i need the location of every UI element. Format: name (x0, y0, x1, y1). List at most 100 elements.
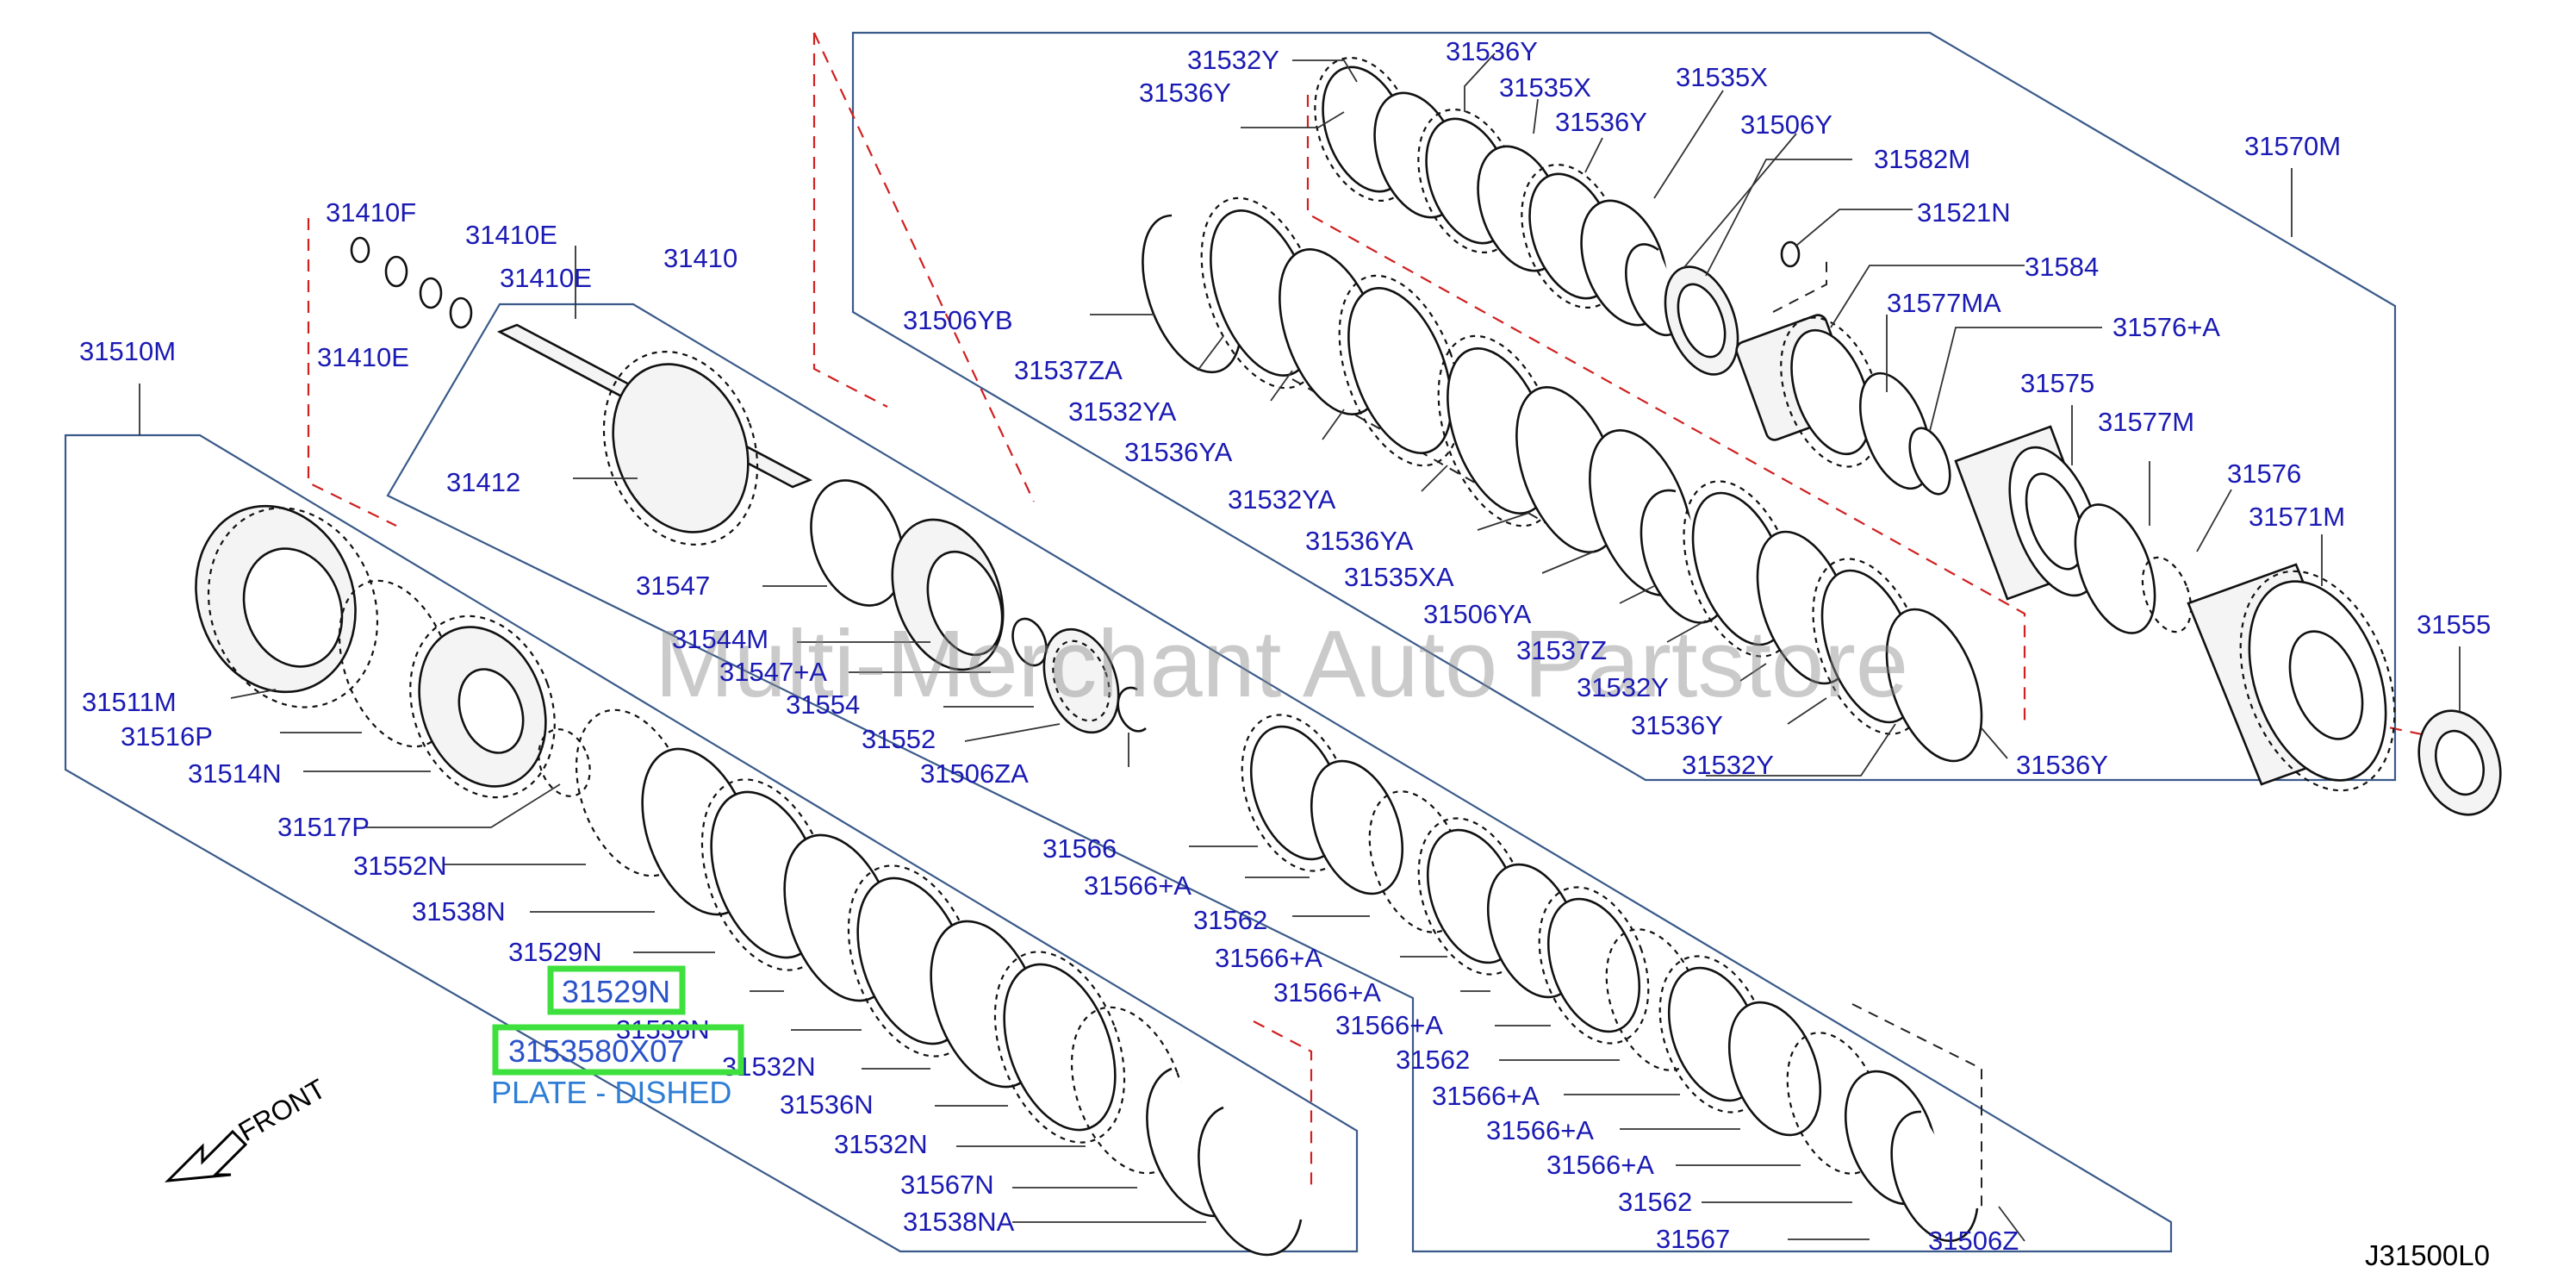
part-label-31566+A-e[interactable]: 31566+A (1432, 1081, 1540, 1111)
part-label-31506ZA[interactable]: 31506ZA (920, 758, 1029, 789)
highlight-part-number[interactable]: 31529N (562, 974, 670, 1009)
part-label-31536YA-a[interactable]: 31536YA (1124, 437, 1233, 467)
part-label-31552[interactable]: 31552 (862, 724, 936, 754)
part-label-31571M[interactable]: 31571M (2249, 502, 2345, 532)
frame-31570M (851, 31, 2397, 782)
part-label-31562-c[interactable]: 31562 (1618, 1187, 1692, 1217)
clutch-plates-upper (1142, 197, 1983, 763)
part-label-31410E-a[interactable]: 31410E (465, 220, 557, 250)
part-label-31537ZA[interactable]: 31537ZA (1014, 355, 1123, 385)
part-label-31410F[interactable]: 31410F (326, 197, 416, 228)
clutch-plates-lower-right (1241, 714, 1979, 1243)
bearing-31517P (538, 728, 591, 797)
part-label-31536YA-b[interactable]: 31536YA (1305, 526, 1414, 556)
part-label-31562-a[interactable]: 31562 (1193, 905, 1267, 935)
part-label-31532N-b[interactable]: 31532N (834, 1129, 928, 1159)
part-label-31547+A[interactable]: 31547+A (719, 657, 827, 687)
part-label-31567N[interactable]: 31567N (900, 1170, 994, 1200)
drum-31511M (195, 504, 379, 708)
dashed-path-lower (1253, 1020, 1313, 1189)
part-label-31562-b[interactable]: 31562 (1396, 1045, 1470, 1075)
highlight-part-code[interactable]: 3153580X07 (508, 1033, 684, 1069)
part-label-31570M[interactable]: 31570M (2244, 131, 2341, 161)
bearing-31555 (2417, 709, 2502, 816)
clutch-plates-lower-left (575, 708, 1303, 1257)
drum-31571M (2187, 563, 2396, 792)
spring-31552 (1042, 627, 1120, 734)
snap-ring-31506ZA (1117, 686, 1147, 733)
part-label-31536Y-a[interactable]: 31536Y (1446, 36, 1538, 66)
part-label-31538NA[interactable]: 31538NA (903, 1207, 1015, 1237)
part-label-31566+A-g[interactable]: 31566+A (1546, 1150, 1654, 1180)
part-label-31566+A-b[interactable]: 31566+A (1215, 943, 1322, 973)
part-label-31532Y-c[interactable]: 31532Y (1682, 750, 1774, 780)
part-label-31536Y-b[interactable]: 31536Y (1139, 78, 1231, 108)
part-label-31576+A[interactable]: 31576+A (2112, 312, 2220, 342)
part-label-31566+A-d[interactable]: 31566+A (1335, 1010, 1443, 1040)
part-label-31535X-b[interactable]: 31535X (1676, 62, 1768, 92)
part-label-31506YA[interactable]: 31506YA (1423, 599, 1532, 629)
part-label-31410E-c[interactable]: 31410E (317, 342, 409, 372)
part-label-31582M[interactable]: 31582M (1874, 144, 1970, 174)
part-label-31521N[interactable]: 31521N (1917, 197, 2011, 228)
dashed-path-upper (812, 33, 888, 408)
part-label-31506Z[interactable]: 31506Z (1928, 1226, 2019, 1256)
highlight-box-part-code (492, 1024, 744, 1076)
front-label: FRONT (233, 1073, 331, 1147)
part-label-31538N[interactable]: 31538N (412, 896, 506, 926)
part-label-31544M[interactable]: 31544M (672, 624, 768, 654)
thrust-31576 (2141, 556, 2193, 633)
part-label-31555[interactable]: 31555 (2417, 609, 2491, 640)
seal-31547 (810, 479, 905, 607)
part-label-31532YA-a[interactable]: 31532YA (1068, 396, 1177, 427)
part-label-31532Y-b[interactable]: 31532Y (1577, 672, 1669, 702)
part-label-31584[interactable]: 31584 (2025, 252, 2099, 282)
part-label-31575[interactable]: 31575 (2020, 368, 2094, 398)
oring-31410E-b (419, 277, 443, 309)
part-label-31576[interactable]: 31576 (2227, 459, 2301, 489)
shaft-31412 (496, 323, 813, 546)
part-label-31532N-a[interactable]: 31532N (722, 1051, 816, 1082)
part-label-31517P[interactable]: 31517P (277, 812, 370, 842)
part-label-31554[interactable]: 31554 (786, 689, 860, 720)
part-label-31547[interactable]: 31547 (636, 571, 710, 601)
part-label-31532YA-b[interactable]: 31532YA (1228, 484, 1336, 515)
part-label-31535XA[interactable]: 31535XA (1344, 562, 1454, 592)
part-label-31566+A-a[interactable]: 31566+A (1084, 870, 1192, 901)
highlight-description: PLATE - DISHED (491, 1075, 731, 1110)
part-label-31514N[interactable]: 31514N (188, 758, 282, 789)
part-label-31577M[interactable]: 31577M (2098, 407, 2194, 437)
ring-31577M (2074, 503, 2156, 634)
part-label-31536Y-e[interactable]: 31536Y (2016, 750, 2108, 780)
part-label-31535X-a[interactable]: 31535X (1499, 72, 1591, 103)
part-label-31510M[interactable]: 31510M (79, 336, 176, 366)
watermark: Multi-Merchant Auto Partstore (655, 611, 1908, 717)
dashed-black-31584 (1772, 259, 1827, 313)
part-label-31536Y-d[interactable]: 31536Y (1631, 710, 1723, 740)
part-label-31506Y[interactable]: 31506Y (1740, 109, 1832, 140)
part-label-31412[interactable]: 31412 (446, 467, 520, 497)
dashed-path-clutch (1306, 95, 2026, 728)
part-label-31537Z[interactable]: 31537Z (1516, 635, 1607, 665)
part-label-31567[interactable]: 31567 (1656, 1224, 1730, 1254)
part-label-31552N[interactable]: 31552N (353, 851, 447, 881)
part-label-31529N[interactable]: 31529N (508, 937, 602, 967)
part-label-31566[interactable]: 31566 (1042, 833, 1117, 864)
part-label-31532Y-a[interactable]: 31532Y (1187, 45, 1279, 75)
part-label-31566+A-c[interactable]: 31566+A (1273, 977, 1381, 1008)
part-label-31506YB[interactable]: 31506YB (903, 305, 1013, 335)
part-label-31536N-b[interactable]: 31536N (780, 1089, 874, 1120)
seal-31547A (1011, 617, 1048, 667)
part-label-31516P[interactable]: 31516P (121, 721, 213, 752)
part-label-31566+A-f[interactable]: 31566+A (1486, 1115, 1594, 1145)
dashed-line-upper-diag (813, 32, 1035, 502)
part-label-31536Y-c[interactable]: 31536Y (1555, 107, 1647, 137)
part-label-31511M[interactable]: 31511M (82, 687, 177, 717)
oring-31410F (350, 236, 370, 264)
frame-31510M (64, 434, 1359, 1253)
part-label-31410[interactable]: 31410 (663, 243, 737, 273)
part-label-31410E-b[interactable]: 31410E (500, 263, 592, 293)
part-label-31577MA[interactable]: 31577MA (1887, 288, 2001, 318)
frame-31410 (386, 303, 2173, 1253)
